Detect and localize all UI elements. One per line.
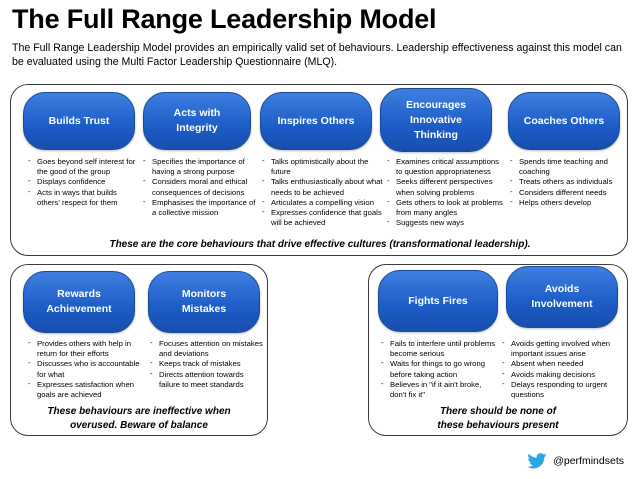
pill-line: Thinking bbox=[414, 128, 458, 141]
list-item: Acts in ways that builds others' respect… bbox=[28, 187, 138, 208]
pill-line: Rewards bbox=[57, 288, 101, 300]
builds-trust-list: Goes beyond self interest for the good o… bbox=[28, 156, 138, 208]
encourages-innovative-thinking-list: Examines critical assumptions to questio… bbox=[387, 156, 507, 228]
pill-line: Builds Trust bbox=[48, 114, 110, 127]
pill-label: Builds Trust bbox=[49, 114, 110, 129]
list-item: Directs attention towards failure to mee… bbox=[150, 369, 264, 390]
pill-line: Fights Fires bbox=[408, 294, 468, 307]
list-item: Gets others to look at problems from man… bbox=[387, 197, 507, 218]
list-item: Avoids getting involved when important i… bbox=[502, 338, 626, 359]
list-item: Keeps track of mistakes bbox=[150, 358, 264, 369]
acts-with-integrity-list: Specifies the importance of having a str… bbox=[143, 156, 258, 218]
fights-fires-list: Fails to interfere until problems become… bbox=[381, 338, 499, 400]
coaches-others-list: Spends time teaching and coaching Treats… bbox=[510, 156, 626, 208]
list-item: Provides others with help in return for … bbox=[28, 338, 146, 359]
pill-label: Fights Fires bbox=[408, 294, 468, 309]
pill-line: Monitors bbox=[181, 288, 227, 300]
list-item: Suggests new ways bbox=[387, 217, 507, 228]
list-item: Emphasises the importance of a collectiv… bbox=[143, 197, 258, 218]
list-item: Talks optimistically about the future bbox=[262, 156, 384, 177]
rewards-achievement-list: Provides others with help in return for … bbox=[28, 338, 146, 400]
list-item: Considers different needs bbox=[510, 187, 626, 198]
transactional-caption: These behaviours are ineffective when ov… bbox=[14, 405, 264, 433]
pill-label: Inspires Others bbox=[277, 114, 354, 129]
pill-line: Achievement bbox=[46, 303, 112, 315]
page-title: The Full Range Leadership Model bbox=[12, 4, 437, 34]
pill-label: Coaches Others bbox=[524, 114, 605, 129]
caption-line: These behaviours are ineffective when bbox=[47, 406, 231, 417]
pill-coaches-others: Coaches Others bbox=[508, 92, 620, 150]
avoids-involvement-list: Avoids getting involved when important i… bbox=[502, 338, 626, 400]
monitors-mistakes-list: Focuses attention on mistakes and deviat… bbox=[150, 338, 264, 390]
list-item: Focuses attention on mistakes and deviat… bbox=[150, 338, 264, 359]
list-item: Delays responding to urgent questions bbox=[502, 379, 626, 400]
list-item: Fails to interfere until problems become… bbox=[381, 338, 499, 359]
pill-line: Coaches Others bbox=[523, 114, 605, 127]
list-item: Believes in "if it ain't broke, don't fi… bbox=[381, 379, 499, 400]
list-item: Articulates a compelling vision bbox=[262, 197, 384, 208]
pill-line: Innovative bbox=[410, 113, 462, 126]
pill-line: Inspires Others bbox=[277, 114, 355, 127]
pill-line: Involvement bbox=[531, 298, 593, 310]
list-item: Seeks different perspectives when solvin… bbox=[387, 176, 507, 197]
list-item: Considers moral and ethical consequences… bbox=[143, 176, 258, 197]
list-item: Spends time teaching and coaching bbox=[510, 156, 626, 177]
page-subtitle: The Full Range Leadership Model provides… bbox=[12, 42, 622, 68]
list-item: Discusses who is accountable for what bbox=[28, 358, 146, 379]
list-item: Examines critical assumptions to questio… bbox=[387, 156, 507, 177]
pill-line: Integrity bbox=[176, 122, 218, 134]
caption-line: overused. Beware of balance bbox=[70, 420, 208, 431]
pill-inspires-others: Inspires Others bbox=[260, 92, 372, 150]
caption-line: these behaviours present bbox=[437, 420, 559, 431]
caption-line: There should be none of bbox=[439, 406, 557, 417]
list-item: Absent when needed bbox=[502, 358, 626, 369]
list-item: Helps others develop bbox=[510, 197, 626, 208]
transformational-caption: These are the core behaviours that drive… bbox=[109, 239, 531, 250]
list-item: Treats others as individuals bbox=[510, 176, 626, 187]
list-item: Displays confidence bbox=[28, 176, 138, 187]
handle-text: @perfmindsets bbox=[553, 455, 624, 467]
list-item: Expresses confidence that goals will be … bbox=[262, 207, 384, 228]
pill-builds-trust: Builds Trust bbox=[23, 92, 135, 150]
list-item: Waits for things to go wrong before taki… bbox=[381, 358, 499, 379]
list-item: Expresses satisfaction when goals are ac… bbox=[28, 379, 146, 400]
inspires-others-list: Talks optimistically about the future Ta… bbox=[262, 156, 384, 228]
pill-line: Encourages bbox=[405, 98, 467, 111]
list-item: Specifies the importance of having a str… bbox=[143, 156, 258, 177]
list-item: Goes beyond self interest for the good o… bbox=[28, 156, 138, 177]
twitter-handle: @perfmindsets bbox=[527, 453, 624, 469]
twitter-bird-icon bbox=[527, 453, 547, 469]
pill-line: Mistakes bbox=[181, 303, 227, 315]
list-item: Talks enthusiastically about what needs … bbox=[262, 176, 384, 197]
pill-fights-fires: Fights Fires bbox=[378, 270, 498, 332]
pill-line: Acts with bbox=[173, 107, 221, 119]
list-item: Avoids making decisions bbox=[502, 369, 626, 380]
laissez-faire-caption: There should be none of these behaviours… bbox=[372, 405, 624, 433]
pill-line: Avoids bbox=[544, 283, 580, 295]
